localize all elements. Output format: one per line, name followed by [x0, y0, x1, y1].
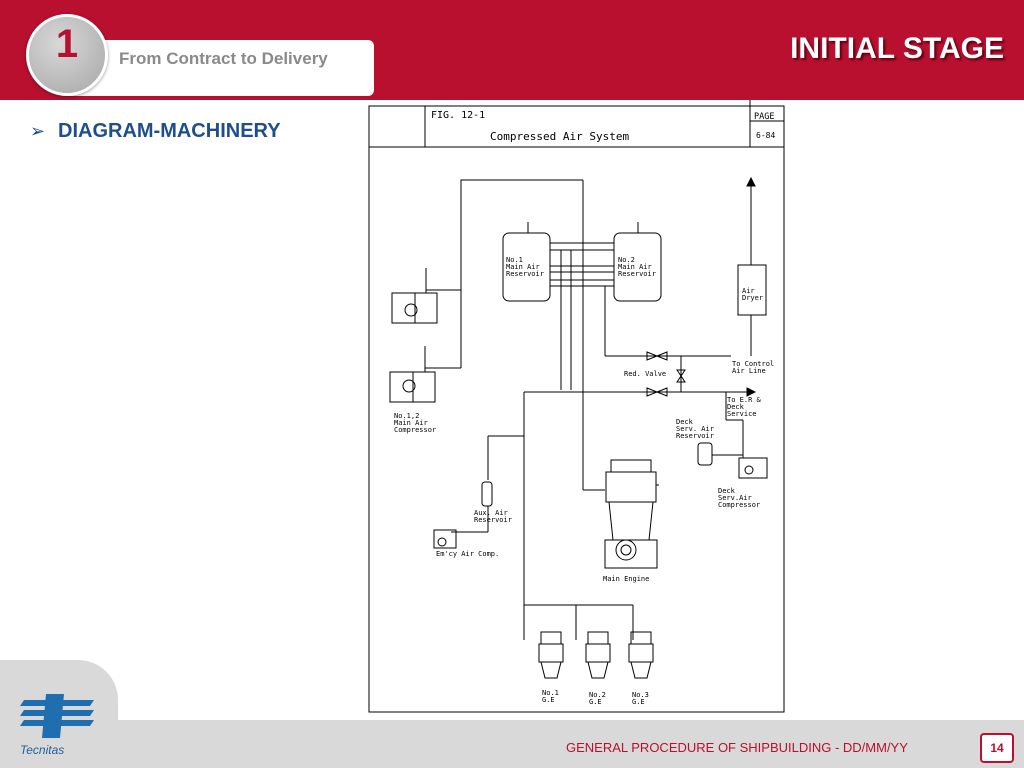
ge2-label-1: No.2 — [589, 691, 606, 699]
ge1-label-2: G.E — [542, 696, 555, 704]
deck-reservoir-label-3: Reservoir — [676, 432, 714, 440]
to-er-label-2: Deck — [727, 403, 745, 411]
ge1-symbol — [538, 631, 564, 679]
section-number-badge — [26, 14, 108, 96]
footer-text: GENERAL PROCEDURE OF SHIPBUILDING - DD/M… — [566, 740, 908, 755]
deck-compressor-label-2: Serv.Air — [718, 494, 752, 502]
deck-compressor — [738, 457, 768, 479]
ge3-label-2: G.E — [632, 698, 645, 706]
compressed-air-diagram: FIG. 12-1 PAGE 6-84 Compressed Air Syste… — [343, 100, 795, 722]
main-compressor-label-2: Main Air — [394, 419, 428, 427]
page-number: 6-84 — [756, 131, 775, 140]
no2-reservoir-label-3: Reservoir — [618, 270, 656, 278]
deck-reservoir-label-2: Serv. Air — [676, 425, 714, 433]
no2-reservoir-label-1: No.2 — [618, 256, 635, 264]
section-number: 1 — [55, 22, 79, 66]
air-dryer-box — [737, 264, 767, 316]
bullet-arrow-icon: ➢ — [30, 121, 46, 141]
tecnitas-logo-icon — [20, 694, 94, 738]
red-valve-label: Red. Valve — [624, 370, 666, 378]
diagram-svg: FIG. 12-1 PAGE 6-84 Compressed Air Syste… — [368, 100, 785, 713]
to-er-label-3: Service — [727, 410, 757, 418]
no1-reservoir-label-3: Reservoir — [506, 270, 544, 278]
main-engine-symbol — [604, 459, 659, 569]
to-control-label-1: To Control — [732, 360, 774, 368]
aux-air-reservoir — [481, 481, 493, 507]
aux-reservoir-label-2: Reservoir — [474, 516, 512, 524]
main-compressor-label-1: No.1,2 — [394, 412, 419, 420]
no2-reservoir-label-2: Main Air — [618, 263, 652, 271]
page-label: PAGE — [754, 112, 774, 122]
no1-reservoir-label-2: Main Air — [506, 263, 540, 271]
air-dryer-label-1: Air — [742, 287, 755, 295]
emcy-comp-label: Em'cy Air Comp. — [436, 550, 499, 558]
to-er-label-1: To E.R & — [727, 396, 762, 404]
ge2-symbol — [585, 631, 611, 679]
deck-air-reservoir — [697, 442, 713, 466]
to-control-label-2: Air Line — [732, 367, 766, 375]
no1-reservoir-label-1: No.1 — [506, 256, 523, 264]
air-dryer-label-2: Dryer — [742, 294, 763, 302]
section-tab-label: From Contract to Delivery — [119, 49, 328, 68]
deck-compressor-label-3: Compressor — [718, 501, 760, 509]
ge1-label-1: No.1 — [542, 689, 559, 697]
main-engine-label: Main Engine — [603, 575, 649, 583]
slide-title: INITIAL STAGE — [790, 32, 1004, 65]
emcy-compressor — [433, 529, 457, 549]
main-compressor-label-3: Compressor — [394, 426, 436, 434]
diagram-title: Compressed Air System — [490, 130, 629, 143]
ge3-label-1: No.3 — [632, 691, 649, 699]
ge3-symbol — [628, 631, 654, 679]
no1-reservoir-tank — [502, 232, 551, 302]
section-tab — [66, 40, 374, 96]
bullet-heading: DIAGRAM-MACHINERY — [58, 120, 281, 142]
logo-text: Tecnitas — [20, 743, 65, 757]
aux-reservoir-label-1: Aux. Air — [474, 509, 508, 517]
diagram-frame — [368, 105, 785, 713]
deck-compressor-label-1: Deck — [718, 487, 736, 495]
page-number-badge: 14 — [980, 733, 1014, 763]
ge2-label-2: G.E — [589, 698, 602, 706]
deck-reservoir-label-1: Deck — [676, 418, 694, 426]
footer-band — [118, 720, 1024, 768]
fig-label: FIG. 12-1 — [431, 110, 485, 121]
